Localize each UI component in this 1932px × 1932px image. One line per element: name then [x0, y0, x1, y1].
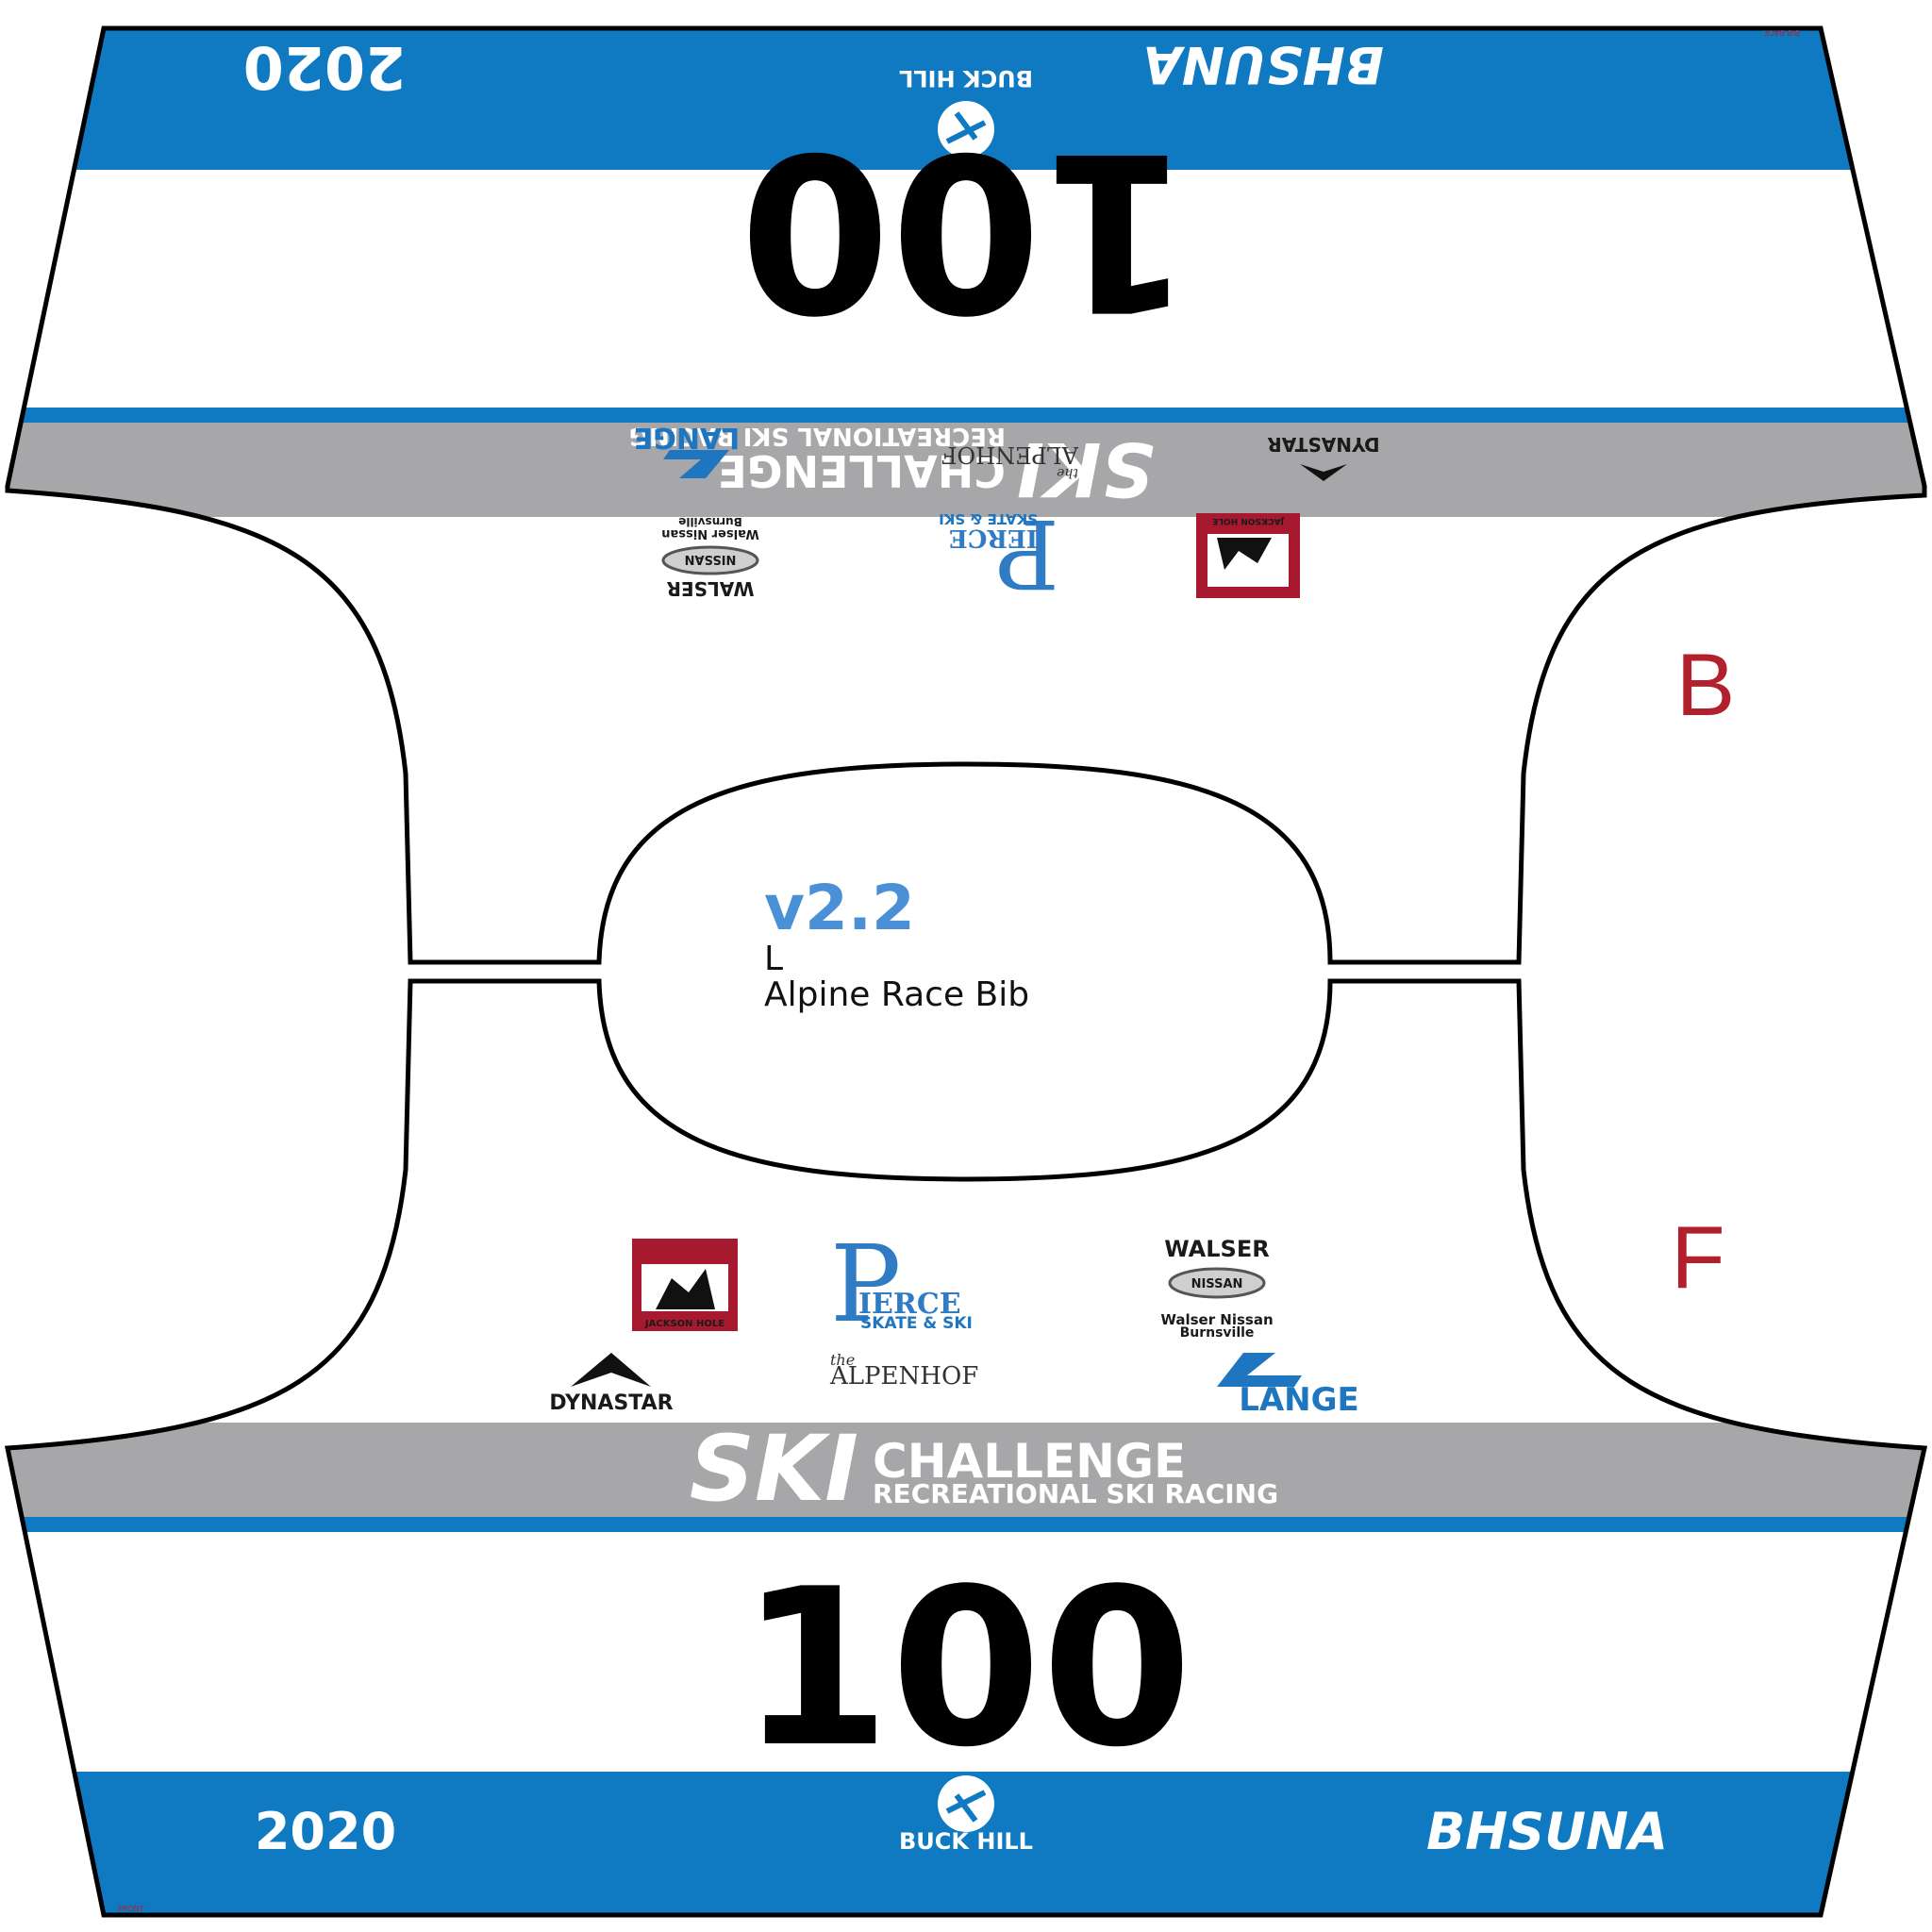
svg-text:IERCE: IERCE	[858, 1288, 961, 1321]
back-sponsors: JACKSON HOLE P IERCE SKATE & SKI WALSER …	[634, 421, 1380, 608]
sponsor-alpenhof: the ALPENHOF	[829, 1351, 978, 1391]
svg-text:Walser Nissan: Walser Nissan	[661, 526, 758, 541]
svg-text:the: the	[1057, 465, 1078, 480]
corner-mark-front: FRONT	[118, 1905, 143, 1913]
back-brand-band	[8, 423, 1924, 517]
svg-text:IERCE: IERCE	[949, 524, 1038, 552]
size-label: L	[764, 940, 783, 978]
back-sponsor-dynastar: DYNASTAR	[1267, 433, 1380, 481]
sponsor-walser: WALSER NISSAN Walser Nissan Burnsville	[1160, 1236, 1273, 1341]
svg-text:Walser Nissan: Walser Nissan	[1160, 1311, 1273, 1328]
front-brand: SKI CHALLENGE RECREATIONAL SKI RACING	[690, 1416, 1278, 1522]
svg-text:LANGE: LANGE	[634, 421, 741, 454]
front-brand-sub: RECREATIONAL SKI RACING	[873, 1478, 1278, 1509]
back-org: BHSUNA	[1142, 35, 1384, 94]
side-letter-back: B	[1676, 635, 1736, 734]
back-buck-hill-logo-icon	[938, 101, 994, 158]
back-sponsor-alpenhof: the ALPENHOF	[941, 441, 1079, 480]
svg-text:SKATE & SKI: SKATE & SKI	[860, 1314, 973, 1333]
front-brand-ski: SKI	[690, 1416, 858, 1522]
front-sponsors: JACKSON HOLE P IERCE SKATE & SKI WALSER …	[549, 1224, 1358, 1419]
back-venue: BUCK HILL	[899, 65, 1033, 92]
svg-text:JACKSON HOLE: JACKSON HOLE	[644, 1319, 724, 1329]
back-year: 2020	[243, 33, 407, 102]
back-stripe	[8, 408, 1924, 423]
svg-text:P: P	[830, 1224, 901, 1346]
front-brand-band	[8, 1423, 1924, 1517]
svg-text:DYNASTAR: DYNASTAR	[549, 1391, 673, 1415]
sponsor-lange: LANGE	[1217, 1353, 1359, 1419]
svg-text:ALPENHOF: ALPENHOF	[829, 1362, 978, 1391]
back-sponsor-lange: LANGE	[634, 421, 741, 478]
front-venue: BUCK HILL	[899, 1828, 1033, 1855]
svg-text:NISSAN: NISSAN	[685, 552, 737, 566]
back-brand-challenge: CHALLENGE	[717, 445, 1006, 496]
front-number: 100	[740, 1543, 1192, 1795]
svg-text:Burnsville: Burnsville	[1180, 1325, 1255, 1341]
side-letter-front: F	[1671, 1208, 1724, 1307]
corner-mark-back: BIB BACK	[1763, 28, 1799, 37]
svg-text:SKATE & SKI: SKATE & SKI	[939, 510, 1038, 527]
front-number-band	[8, 1532, 1924, 1772]
back-number-band	[8, 170, 1924, 408]
front-stripe	[8, 1517, 1924, 1532]
back-sponsor-walser: WALSER NISSAN Walser Nissan Burnsville	[661, 515, 758, 600]
svg-text:JACKSON HOLE: JACKSON HOLE	[1212, 516, 1285, 525]
svg-text:WALSER: WALSER	[667, 577, 755, 600]
sponsor-jackson-hole: JACKSON HOLE	[632, 1239, 738, 1331]
front-org: BHSUNA	[1426, 1802, 1668, 1861]
sponsor-dynastar: DYNASTAR	[549, 1353, 674, 1415]
back-panel	[8, 28, 1924, 517]
back-sponsor-pierce: P IERCE SKATE & SKI	[939, 498, 1059, 608]
product-label: Alpine Race Bib	[764, 975, 1029, 1014]
svg-text:NISSAN: NISSAN	[1191, 1277, 1243, 1291]
version-label: v2.2	[764, 872, 915, 944]
back-brand-sub: RECREATIONAL SKI RACING	[629, 422, 1006, 450]
svg-text:DYNASTAR: DYNASTAR	[1267, 433, 1379, 456]
bib-outline	[4, 25, 1928, 1918]
front-year: 2020	[255, 1802, 396, 1861]
back-text-group: 2020 BHSUNA BUCK HILL 100 SKI CHALLENGE …	[243, 33, 1384, 510]
front-buck-hill-logo-icon	[938, 1775, 994, 1832]
svg-text:ALPENHOF: ALPENHOF	[941, 441, 1079, 468]
back-number: 100	[740, 104, 1192, 356]
back-brand-ski: SKI	[1017, 425, 1155, 510]
back-sponsor-jackson-hole: JACKSON HOLE	[1196, 513, 1300, 598]
front-brand-challenge: CHALLENGE	[873, 1434, 1186, 1489]
svg-text:Burnsville: Burnsville	[678, 515, 742, 528]
svg-text:WALSER: WALSER	[1164, 1236, 1269, 1262]
svg-text:P: P	[996, 498, 1059, 608]
sponsor-pierce: P IERCE SKATE & SKI	[830, 1224, 973, 1346]
svg-text:the: the	[830, 1351, 855, 1369]
svg-text:LANGE: LANGE	[1239, 1381, 1359, 1419]
